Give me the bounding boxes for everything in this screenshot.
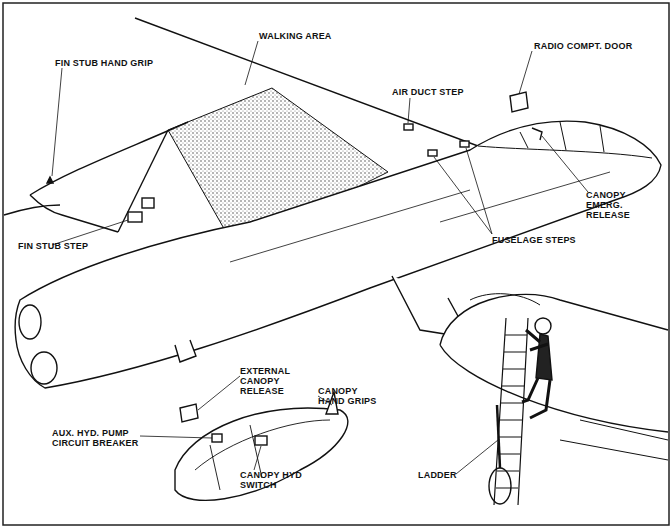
inset-wing — [560, 420, 668, 460]
ladder — [494, 318, 528, 505]
wing-edge — [118, 130, 168, 232]
fuselage — [15, 121, 661, 388]
ventral-fin — [175, 340, 196, 362]
nose-canopy — [470, 294, 540, 305]
hand-grip — [47, 177, 53, 183]
callout-label: LADDER — [418, 470, 457, 480]
leader-line — [434, 148, 492, 234]
callout-label: CANOPY HYD SWITCH — [240, 470, 312, 490]
leader-line — [408, 98, 410, 123]
external-release — [180, 404, 198, 422]
callout-label: AUX. HYD. PUMP CIRCUIT BREAKER — [52, 428, 148, 448]
leader-line — [519, 51, 532, 94]
callout-label: CANOPY EMERG. RELEASE — [586, 190, 664, 220]
fuselage-step — [460, 141, 469, 147]
callout-label: EXTERNAL CANOPY RELEASE — [240, 366, 298, 396]
callout-label: WALKING AREA — [259, 31, 332, 41]
callout-label: FIN STUB STEP — [18, 241, 88, 251]
leader-line — [52, 68, 62, 176]
frame — [3, 3, 669, 525]
emergency-release — [532, 128, 542, 140]
fin-stub — [30, 122, 188, 232]
fin-stub-step — [128, 212, 142, 222]
tail-edge — [4, 205, 60, 215]
figure-head — [535, 318, 551, 334]
nose-wheel — [489, 468, 511, 504]
leader-line — [542, 136, 588, 192]
leader-line — [456, 440, 498, 474]
exhaust-nozzle — [31, 352, 57, 384]
circuit-breaker — [212, 434, 222, 442]
callout-label: RADIO COMPT. DOOR — [534, 41, 632, 51]
leader-line — [140, 436, 212, 438]
callout-label: FUSELAGE STEPS — [492, 235, 576, 245]
panel-line — [230, 172, 610, 262]
fin-stub-step — [142, 198, 154, 208]
leader-line — [254, 446, 261, 470]
air-duct-step — [404, 124, 413, 130]
nose-inset — [440, 294, 668, 432]
hyd-switch — [255, 436, 267, 445]
radio-door — [510, 92, 528, 112]
callout-label: AIR DUCT STEP — [392, 87, 464, 97]
canopy-inset-frame — [195, 420, 330, 490]
leader-line — [198, 376, 240, 410]
callout-label: CANOPY HAND GRIPS — [318, 386, 382, 406]
canopy-inset — [175, 408, 348, 500]
leader-line — [245, 41, 258, 85]
exhaust-nozzle — [19, 305, 41, 339]
callout-label: FIN STUB HAND GRIP — [55, 58, 153, 68]
canopy-frame — [478, 122, 652, 158]
figure-limbs — [522, 330, 550, 418]
fuselage-step — [428, 150, 437, 156]
